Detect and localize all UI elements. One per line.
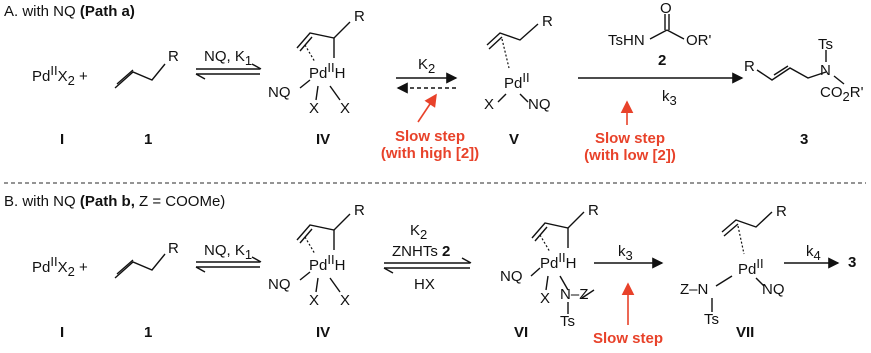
slow-step-high: Slow step(with high [2]) (380, 128, 480, 162)
pd-v: PdII (504, 70, 530, 92)
o-2: O (660, 0, 672, 17)
ts-3: Ts (818, 36, 833, 53)
nq-iv-b: NQ (268, 276, 291, 293)
x-iv-b-2: X (340, 292, 351, 309)
section-b-z: Z = COOMe) (139, 193, 226, 210)
section-b-bold: (Path b, (79, 193, 140, 210)
hx-b: HX (414, 276, 435, 293)
x-iv-a-2: X (340, 100, 351, 117)
nq-k1-b: NQ, K1 (204, 242, 253, 262)
alkene-1-a-bond (114, 63, 166, 89)
k2-b: K2 (410, 222, 428, 242)
pdx2-b: PdIIX2 + (32, 254, 88, 279)
nq-k1-a: NQ, K1 (204, 48, 253, 68)
slow-step-b: Slow step (592, 330, 663, 347)
section-a-prefix: A. with NQ (4, 3, 80, 20)
label-3: 3 (800, 131, 809, 148)
x-iv-b-1: X (309, 292, 320, 309)
r-iv-a: R (354, 8, 365, 25)
label-iv-a: IV (316, 131, 331, 148)
r-v: R (542, 13, 553, 30)
pdx2-a: PdIIX2 + (32, 63, 88, 88)
pd-iv-b: PdIIH (309, 252, 346, 274)
k2-a: K2 (418, 56, 436, 76)
label-i-a: I (60, 131, 65, 148)
section-b-title: B. with NQ (Path b, Z = COOMe) (4, 193, 225, 210)
pd-iv-a: PdIIH (309, 60, 346, 82)
k3-b: k3 (618, 243, 633, 263)
or-2: OR' (686, 32, 712, 49)
r-vii: R (776, 203, 787, 220)
nq-vii: NQ (762, 281, 785, 298)
label-iv-b: IV (316, 324, 331, 341)
tshn-2: TsHN (608, 32, 645, 49)
k4-b: k4 (806, 243, 821, 263)
section-b-prefix: B. with NQ (4, 193, 80, 210)
znhts-b: ZNHTs 2 (392, 243, 451, 260)
r-iv-b: R (354, 202, 365, 219)
n-vi: N–Z (560, 286, 589, 303)
label-i-b: I (60, 324, 65, 341)
label-1-a: 1 (144, 131, 153, 148)
nq-vi: NQ (500, 268, 523, 285)
co2r-3: CO2R' (820, 84, 864, 104)
slow-step-high-arrow (417, 93, 437, 123)
r-1-b: R (168, 240, 179, 257)
product-3-b: 3 (848, 254, 857, 271)
nq-iv-a: NQ (268, 84, 291, 101)
r-3: R (744, 58, 755, 75)
pd-vii: PdII (738, 256, 764, 278)
ts-vii: Ts (704, 311, 719, 328)
label-2: 2 (658, 52, 667, 69)
x-vi: X (540, 290, 551, 307)
r-1-a: R (168, 48, 179, 65)
zn-vii: Z–N (680, 281, 709, 298)
alkene-1-a-double (116, 69, 134, 85)
x-v: X (484, 96, 495, 113)
label-vii: VII (736, 324, 755, 341)
nq-v: NQ (528, 96, 551, 113)
k3-a: k3 (662, 88, 677, 108)
r-vi: R (588, 202, 599, 219)
label-vi: VI (514, 324, 529, 341)
pd-vi: PdIIH (540, 250, 577, 272)
slow-step-low: Slow step(with low [2]) (584, 130, 676, 164)
label-v: V (509, 131, 520, 148)
section-a-bold: (Path a) (79, 3, 135, 20)
section-a-title: A. with NQ (Path a) (4, 3, 135, 20)
label-1-b: 1 (144, 324, 153, 341)
ts-vi: Ts (560, 313, 575, 330)
x-iv-a-1: X (309, 100, 320, 117)
n-3: N (820, 62, 831, 79)
